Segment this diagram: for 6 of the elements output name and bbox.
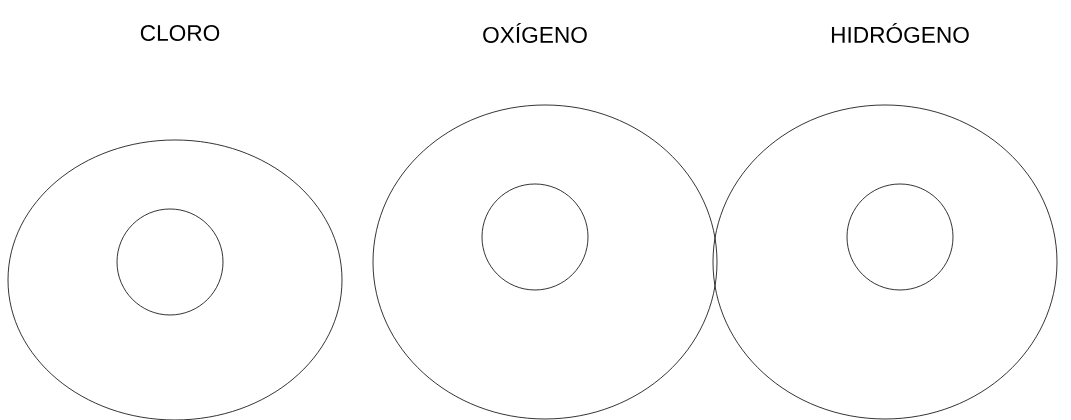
nucleus-circle [846,183,954,291]
nucleus-circle [116,208,224,316]
element-label: CLORO [140,24,220,41]
nucleus-circle [481,183,589,291]
element-label: OXÍGENO [483,23,587,43]
element-label: HIDRÓGENO [831,23,969,43]
